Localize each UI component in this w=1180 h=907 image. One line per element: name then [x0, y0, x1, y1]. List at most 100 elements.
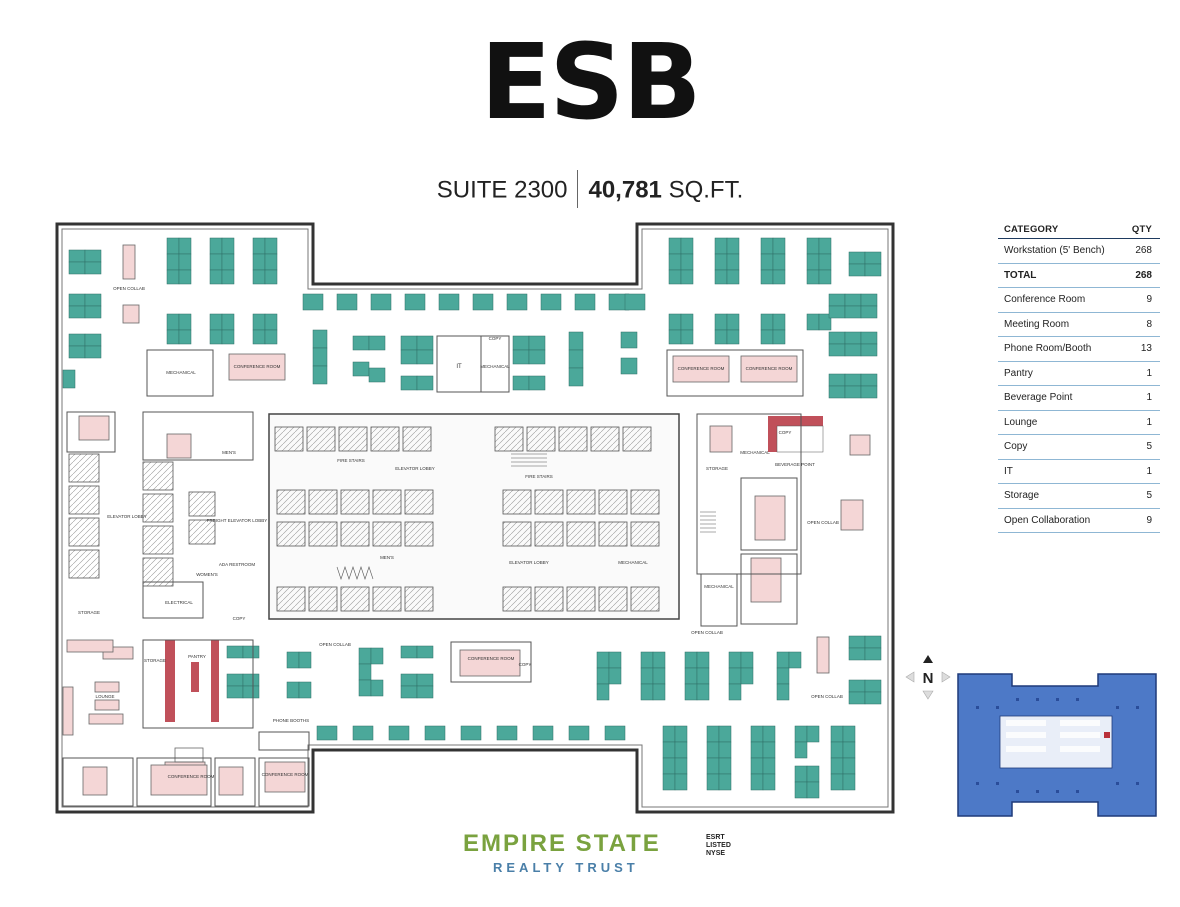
brand-name-line2: REALTY TRUST	[493, 860, 639, 875]
label-fire-stairs-1: FIRE STAIRS	[337, 458, 364, 463]
elevator-bank	[68, 426, 660, 612]
row-qty: 1	[1146, 392, 1152, 403]
table-row: Storage 5	[998, 484, 1160, 509]
inner-wall	[61, 228, 889, 808]
label-lounge: LOUNGE	[95, 694, 114, 699]
table-row: Pantry 1	[998, 362, 1160, 386]
badge-ticker: ESRT	[706, 834, 725, 841]
label-open-collab-sw: OPEN COLLAB	[319, 642, 351, 647]
esb-logo: ESB	[480, 21, 701, 143]
empire-state-realty-trust-logo: EMPIRE STATE REALTY TRUST	[463, 830, 661, 875]
partition-walls	[62, 335, 804, 807]
label-womens: WOMEN'S	[196, 572, 218, 577]
header-category: CATEGORY	[1004, 224, 1059, 235]
row-qty: 268	[1135, 245, 1152, 256]
label-open-collab-s: OPEN COLLAB	[691, 630, 723, 635]
row-qty: 1	[1146, 416, 1152, 428]
label-mens-w: MEN'S	[222, 450, 236, 455]
row-category: Workstation (5' Bench)	[1004, 245, 1105, 256]
label-mechanical-e: MECHANICAL	[740, 450, 770, 455]
row-category: Conference Room	[1004, 294, 1086, 305]
label-open-collab-e: OPEN COLLAB	[807, 520, 839, 525]
label-electrical: ELECTRICAL	[165, 600, 193, 605]
label-storage-e: STORAGE	[706, 466, 728, 471]
label-pantry: PANTRY	[188, 654, 206, 659]
label-conference-sse: CONFERENCE ROOM	[262, 772, 309, 777]
nyse-listing-badge: ESRT LISTED NYSE	[706, 834, 731, 858]
label-mechanical-n: MECHANICAL	[480, 364, 510, 369]
label-freight-lobby: FREIGHT ELEVATOR LOBBY	[207, 518, 267, 523]
row-category: Lounge	[1004, 416, 1038, 428]
row-qty: 8	[1146, 318, 1152, 330]
label-conference-sw: CONFERENCE ROOM	[168, 774, 215, 779]
label-conference-ne1: CONFERENCE ROOM	[678, 366, 725, 371]
floor-plan: MECHANICAL CONFERENCE ROOM IT MECHANICAL…	[55, 222, 895, 814]
label-it: IT	[456, 364, 462, 370]
row-category: Meeting Room	[1004, 318, 1070, 330]
label-conference-s: CONFERENCE ROOM	[468, 656, 515, 661]
workstations	[62, 237, 882, 799]
label-elevator-lobby-e: ELEVATOR LOBBY	[509, 560, 549, 565]
badge-exchange: NYSE	[706, 850, 726, 857]
table-row: Copy 5	[998, 435, 1160, 460]
label-open-collab-se: OPEN COLLAB	[811, 694, 843, 699]
label-storage-w: STORAGE	[78, 610, 100, 615]
row-category: TOTAL	[1004, 269, 1037, 281]
area-value: 40,781	[588, 176, 662, 204]
row-category: Copy	[1004, 441, 1028, 452]
label-conference-nw: CONFERENCE ROOM	[234, 364, 281, 369]
label-mechanical-nw: MECHANICAL	[166, 370, 196, 375]
row-category: Beverage Point	[1004, 392, 1073, 403]
row-category: IT	[1004, 465, 1013, 477]
north-arrow-icon: N	[905, 655, 951, 700]
suite-number: SUITE 2300	[436, 176, 568, 204]
label-mechanical-se: MECHANICAL	[704, 584, 734, 589]
table-header: CATEGORY QTY	[998, 222, 1160, 239]
row-qty: 9	[1146, 514, 1152, 526]
label-beverage-point: BEVERAGE POINT	[775, 462, 815, 467]
label-mechanical-core: MECHANICAL	[618, 560, 648, 565]
space-summary-table: CATEGORY QTY Workstation (5' Bench) 268 T…	[998, 222, 1160, 533]
row-qty: 5	[1146, 490, 1152, 501]
row-category: Pantry	[1004, 367, 1033, 379]
row-category: Storage	[1004, 490, 1040, 501]
table-row-total: TOTAL 268	[998, 264, 1160, 288]
header-qty: QTY	[1131, 224, 1152, 235]
brand-name-line1: EMPIRE STATE	[463, 830, 661, 857]
label-mens-c: MEN'S	[380, 555, 394, 560]
table-row: IT 1	[998, 460, 1160, 484]
label-copy-n: COPY	[489, 336, 502, 341]
north-label: N	[923, 670, 934, 687]
label-elevator-lobby-w: ELEVATOR LOBBY	[107, 514, 147, 519]
row-qty: 268	[1135, 269, 1152, 281]
row-qty: 9	[1146, 294, 1152, 305]
row-qty: 1	[1146, 465, 1152, 477]
table-row: Beverage Point 1	[998, 386, 1160, 411]
rooms	[62, 244, 871, 796]
row-category: Open Collaboration	[1004, 514, 1091, 526]
heading-divider	[577, 170, 579, 208]
badge-listed: LISTED	[706, 842, 731, 849]
area-unit: SQ.FT.	[668, 176, 744, 204]
key-plan-minimap	[957, 673, 1157, 817]
table-row: Open Collaboration 9	[998, 509, 1160, 533]
label-fire-stairs-2: FIRE STAIRS	[525, 474, 552, 479]
label-copy-s: COPY	[519, 662, 532, 667]
row-qty: 5	[1146, 441, 1152, 452]
row-qty: 1	[1146, 367, 1152, 379]
suite-heading: SUITE 2300 40,781 SQ.FT.	[0, 170, 1180, 210]
label-open-collab-nw: OPEN COLLAB	[113, 286, 145, 291]
table-row: Meeting Room 8	[998, 313, 1160, 337]
stairs	[336, 453, 716, 580]
row-category: Phone Room/Booth	[1004, 343, 1092, 354]
label-copy-w: COPY	[233, 616, 246, 621]
label-phone-booths: PHONE BOOTHS	[273, 718, 309, 723]
label-storage-pantry: STORAGE	[144, 658, 166, 663]
label-copy-e: COPY	[779, 430, 792, 435]
label-elevator-lobby-c: ELEVATOR LOBBY	[395, 466, 435, 471]
table-row: Lounge 1	[998, 411, 1160, 435]
table-row: Workstation (5' Bench) 268	[998, 239, 1160, 264]
table-row: Conference Room 9	[998, 288, 1160, 313]
label-ada: ADA RESTROOM	[219, 562, 256, 567]
